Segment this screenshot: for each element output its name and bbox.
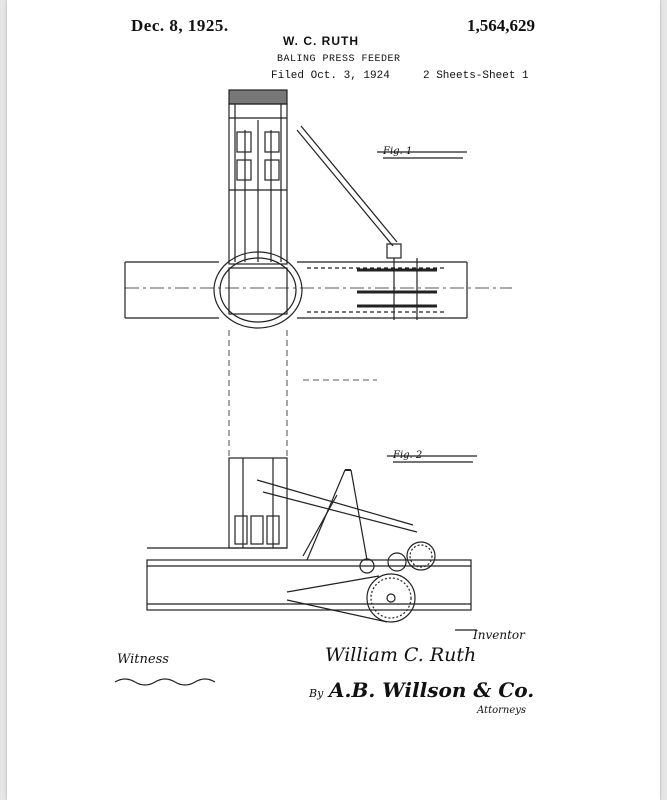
witness-label: Witness: [117, 652, 169, 667]
attorney-signature: A.B. Willson & Co.: [329, 678, 535, 702]
sheet-count: 2 Sheets-Sheet 1: [423, 70, 529, 82]
fig-2-drawing: [146, 455, 477, 631]
by-label: By: [309, 687, 324, 700]
attorneys-label: Attorneys: [477, 705, 527, 716]
inventor-name: W. C. RUTH: [283, 34, 359, 48]
witness-signature-scribble: [114, 678, 216, 686]
patent-number: 1,564,629: [467, 16, 535, 35]
patent-title: BALING PRESS FEEDER: [277, 54, 401, 65]
patent-sheet: Dec. 8, 1925. W. C. RUTH 1,564,629 BALIN…: [7, 0, 660, 800]
fig-2-label: Fig. 2: [393, 450, 423, 461]
patent-date: Dec. 8, 1925.: [131, 16, 229, 35]
fig-1-label: Fig. 1: [383, 146, 413, 157]
mechanical-drawing: [114, 89, 512, 686]
fig-1-drawing: [124, 89, 512, 460]
inventor-signature: William C. Ruth: [325, 644, 477, 666]
filed-date: Filed Oct. 3, 1924: [271, 70, 390, 82]
inventor-label: Inventor: [473, 628, 525, 642]
